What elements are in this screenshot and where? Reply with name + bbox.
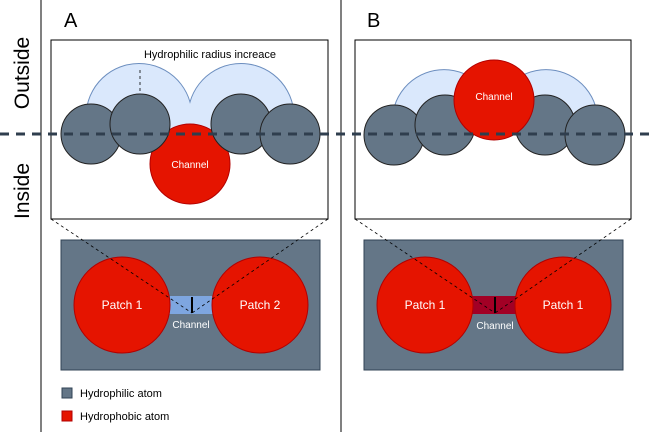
panel-a-top: Hydrophilic radius increace Channel bbox=[50, 39, 329, 220]
patch-left-label: Patch 1 bbox=[405, 298, 446, 312]
zoom-line bbox=[354, 218, 496, 314]
panel-b-bottom: Patch 1 Patch 1 Channel bbox=[354, 218, 632, 371]
channel-label: Channel bbox=[476, 321, 513, 332]
panel-b-top: Channel bbox=[354, 39, 632, 220]
legend-swatch-hydrophobic bbox=[61, 410, 73, 422]
channel-atom bbox=[453, 59, 535, 141]
legend: Hydrophilic atom Hydrophobic atom bbox=[61, 387, 169, 423]
channel-label: Channel bbox=[172, 320, 209, 331]
outside-label: Outside bbox=[11, 37, 34, 109]
radius-annotation: Hydrophilic radius increace bbox=[144, 49, 276, 61]
channel-atom-label: Channel bbox=[171, 160, 208, 171]
channel-atom-label: Channel bbox=[475, 92, 512, 103]
hydrophobic-patch bbox=[73, 256, 171, 354]
hydrophilic-channel bbox=[165, 296, 215, 314]
inside-label: Inside bbox=[11, 163, 34, 219]
hydrophilic-atom bbox=[109, 93, 171, 155]
panel-a-letter: A bbox=[64, 10, 78, 32]
patch-right-label: Patch 2 bbox=[240, 298, 281, 312]
panel-b-letter: B bbox=[367, 10, 380, 32]
legend-label-hydrophobic: Hydrophobic atom bbox=[80, 411, 169, 423]
patch-right-label: Patch 1 bbox=[543, 298, 584, 312]
zoom-line bbox=[50, 218, 193, 314]
legend-swatch-hydrophilic bbox=[61, 387, 73, 399]
channel-atom bbox=[149, 123, 231, 205]
panel-a-bottom: Patch 1 Patch 2 Channel bbox=[50, 218, 329, 371]
hydrophobic-patch bbox=[211, 256, 309, 354]
hydrophobic-patch bbox=[514, 256, 612, 354]
patch-left-label: Patch 1 bbox=[102, 298, 143, 312]
hydrophobic-channel bbox=[468, 296, 518, 314]
hydrophobic-patch bbox=[376, 256, 474, 354]
legend-label-hydrophilic: Hydrophilic atom bbox=[80, 388, 162, 400]
